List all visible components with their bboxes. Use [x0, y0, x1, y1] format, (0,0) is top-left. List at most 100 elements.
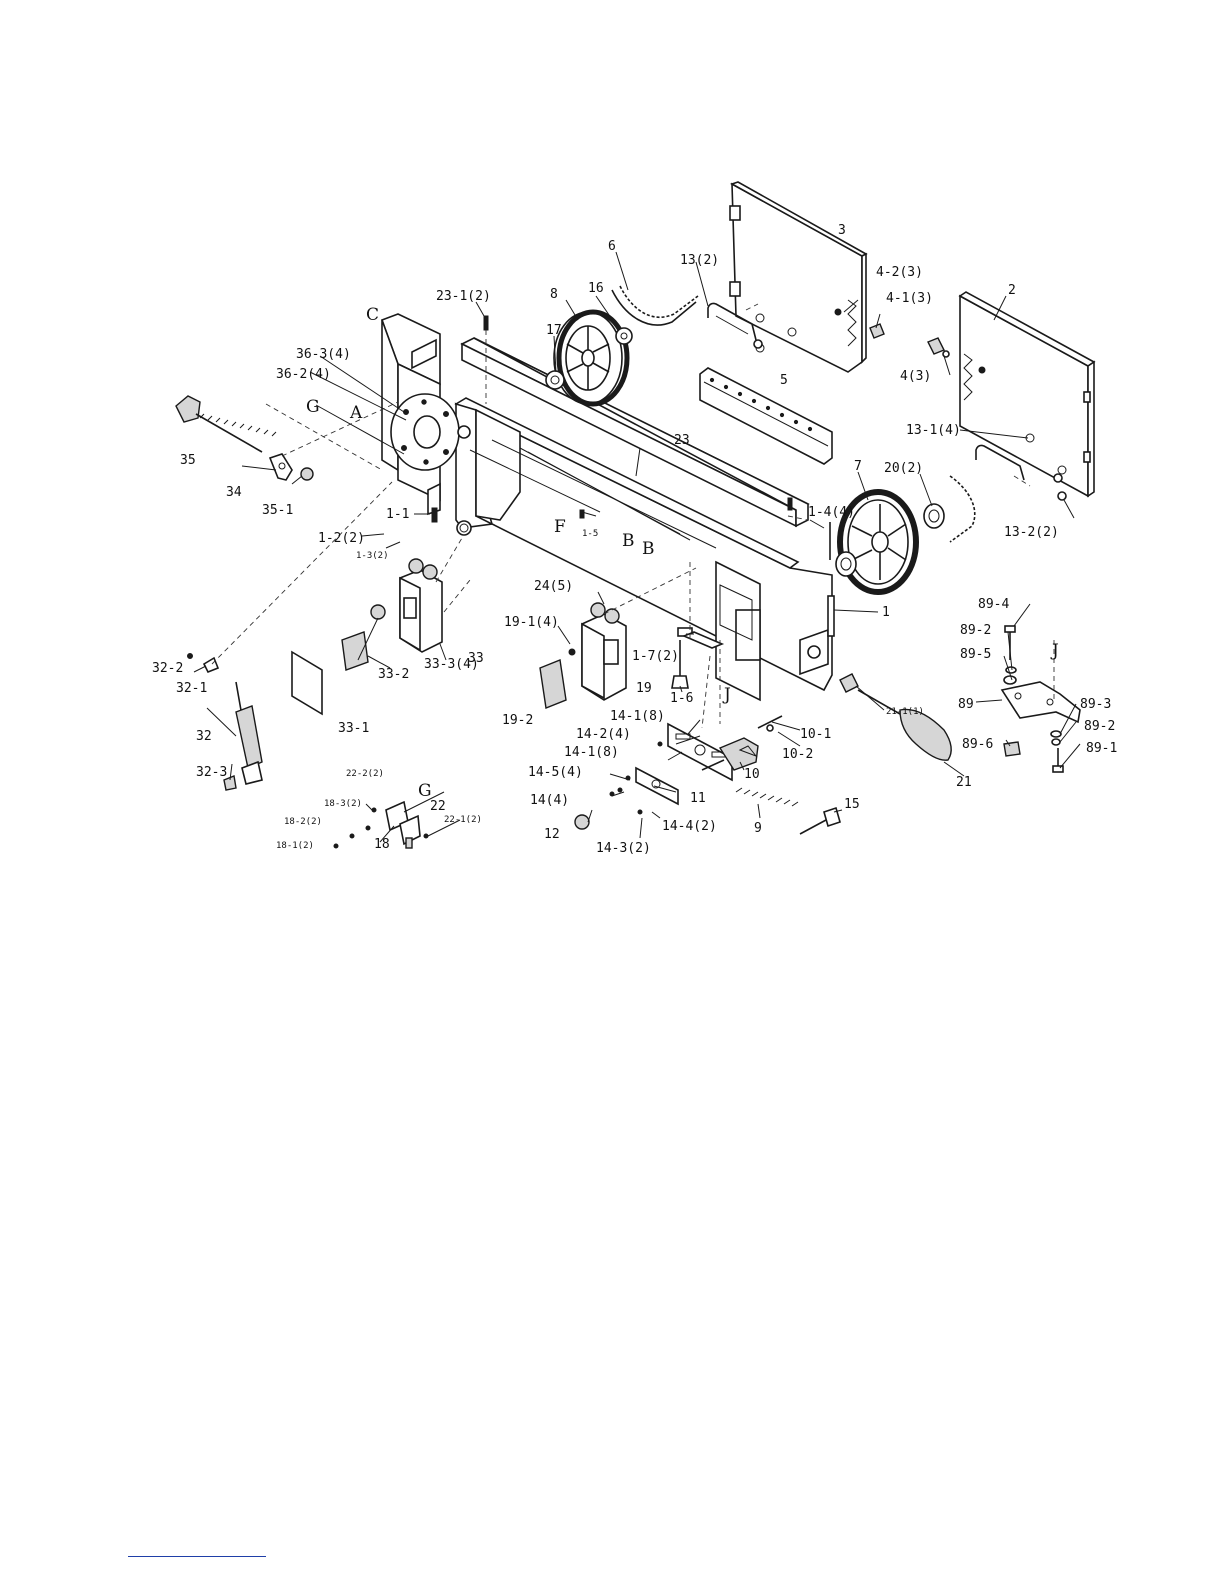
callout-4-1: 4-1(3) — [886, 291, 933, 306]
callout-1-4: 1-4(4) — [808, 505, 855, 520]
ref-b-2: B — [642, 539, 655, 559]
callout-15: 15 — [844, 797, 860, 812]
reference-letters: C G A F B B J J G — [306, 305, 1059, 801]
callout-23-1: 23-1(2) — [436, 289, 491, 304]
callout-36-2: 36-2(4) — [276, 367, 331, 382]
hydraulic-cylinder-32 — [187, 653, 263, 791]
callout-1-5: 1-5 — [582, 529, 598, 539]
callout-14-2: 14-2(4) — [576, 727, 631, 742]
knob-4 — [927, 337, 950, 358]
bolt-assembly-1 — [431, 315, 831, 689]
ref-g-upper: G — [306, 397, 320, 417]
callout-1-1: 1-1 — [386, 507, 409, 522]
callout-10-1: 10-1 — [800, 727, 831, 742]
callout-33-3: 33-3(4) — [424, 657, 479, 672]
callout-13-2: 13-2(2) — [1004, 525, 1059, 540]
callout-16: 16 — [588, 281, 604, 296]
callout-22-1: 22-1(2) — [444, 815, 482, 825]
callout-89-2-upper: 89-2 — [960, 623, 991, 638]
callout-13-1: 13-1(4) — [906, 423, 961, 438]
handle-13 — [707, 302, 763, 349]
callout-3: 3 — [838, 223, 846, 238]
switch-bracket-33 — [291, 558, 443, 716]
callout-89-1: 89-1 — [1086, 741, 1117, 756]
callout-32: 32 — [196, 729, 212, 744]
ref-f: F — [554, 517, 566, 537]
callout-19-1: 19-1(4) — [504, 615, 559, 630]
callout-35-1: 35-1 — [262, 503, 293, 518]
callout-7: 7 — [854, 459, 862, 474]
callout-12: 12 — [544, 827, 560, 842]
callout-33-2: 33-2 — [378, 667, 409, 682]
ref-g-lower: G — [418, 781, 432, 801]
callout-18-1: 18-1(2) — [276, 841, 314, 851]
callout-14-1-upper: 14-1(8) — [610, 709, 665, 724]
ref-b-1: B — [622, 531, 635, 551]
callout-18: 18 — [374, 837, 390, 852]
callout-89-3: 89-3 — [1080, 697, 1111, 712]
callout-33-1: 33-1 — [338, 721, 369, 736]
callout-14-5: 14-5(4) — [528, 765, 583, 780]
callout-2: 2 — [1008, 283, 1016, 298]
callout-1: 1 — [882, 605, 890, 620]
leader-lines — [193, 251, 1081, 843]
callout-18-2: 18-2(2) — [284, 817, 322, 827]
callout-4-2: 4-2(3) — [876, 265, 923, 280]
callout-89-2-lower: 89-2 — [1084, 719, 1115, 734]
callout-9: 9 — [754, 821, 762, 836]
callout-89-6: 89-6 — [962, 737, 993, 752]
ref-a: A — [349, 403, 363, 423]
ref-j-right: J — [1050, 641, 1059, 661]
hub-plate — [390, 393, 472, 536]
wing-bolt-15 — [799, 806, 841, 835]
callout-5: 5 — [780, 373, 788, 388]
ref-j-center: J — [722, 685, 731, 705]
callout-8: 8 — [550, 287, 558, 302]
callout-33: 33 — [468, 651, 484, 666]
callout-32-2: 32-2 — [152, 661, 183, 676]
idler-wheel — [835, 489, 945, 595]
callout-6: 6 — [608, 239, 616, 254]
callout-14: 14(4) — [530, 793, 569, 808]
assembly-lines — [211, 303, 1055, 729]
callout-19-2: 19-2 — [502, 713, 533, 728]
callout-1-3: 1-3(2) — [356, 551, 389, 561]
callout-10-2: 10-2 — [782, 747, 813, 762]
callout-24: 24(5) — [534, 579, 573, 594]
blade-cover-2 — [927, 291, 1096, 501]
callout-11: 11 — [690, 791, 706, 806]
callout-14-1-lower: 14-1(8) — [564, 745, 619, 760]
callout-4: 4(3) — [900, 369, 931, 384]
blade-cover-3 — [729, 181, 885, 373]
switch-block-19 — [539, 602, 627, 709]
callout-23: 23 — [674, 433, 690, 448]
callout-21: 21 — [956, 775, 972, 790]
footer-link-underline — [128, 1556, 266, 1557]
callout-1-2: 1-2(2) — [318, 531, 365, 546]
callout-20: 20(2) — [884, 461, 923, 476]
part-callouts: 1 1-1 1-2(2) 1-3(2) 1-4(4) 1-5 1-6 1-7(2… — [152, 223, 1117, 856]
callout-17: 17 — [546, 323, 562, 338]
callout-22-2: 22-2(2) — [346, 769, 384, 779]
callout-14-4: 14-4(2) — [662, 819, 717, 834]
callout-13: 13(2) — [680, 253, 719, 268]
callout-21-1: 21-1(1) — [886, 707, 924, 717]
brush-strip — [699, 367, 833, 465]
ref-c: C — [366, 305, 379, 325]
bracket-89 — [1000, 625, 1081, 773]
saw-blade-upper — [611, 285, 699, 326]
callout-1-6: 1-6 — [670, 691, 693, 706]
callout-89-5: 89-5 — [960, 647, 991, 662]
limit-switch-parts — [333, 800, 429, 849]
tension-assembly — [574, 673, 952, 835]
callout-34: 34 — [226, 485, 242, 500]
tension-screw — [175, 395, 314, 481]
callout-14-3: 14-3(2) — [596, 841, 651, 856]
callout-89-4: 89-4 — [978, 597, 1009, 612]
saw-blade-lower — [949, 475, 976, 543]
callout-32-1: 32-1 — [176, 681, 207, 696]
callout-1-7: 1-7(2) — [632, 649, 679, 664]
drive-wheel — [545, 309, 633, 407]
